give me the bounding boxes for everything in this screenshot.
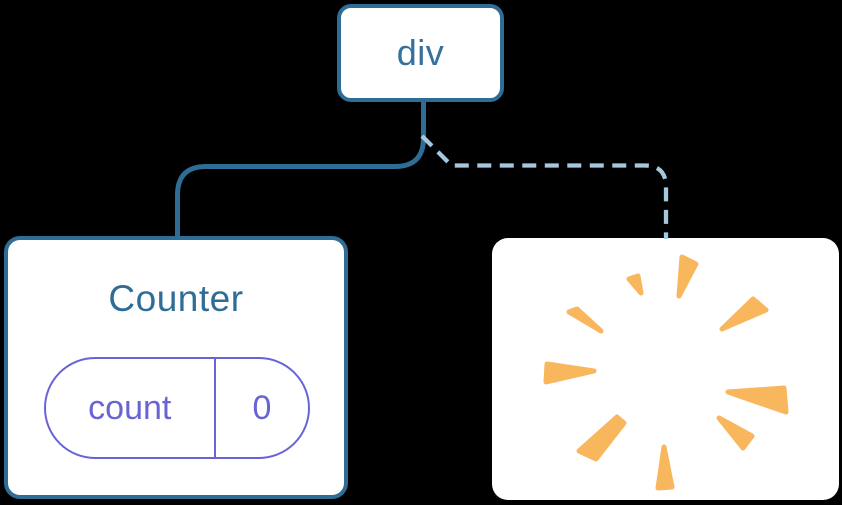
node-destroyed xyxy=(492,238,839,500)
node-div: div xyxy=(337,4,504,102)
state-pill-divider xyxy=(213,359,216,457)
counter-title: Counter xyxy=(108,278,244,319)
state-pill: count 0 xyxy=(44,357,310,459)
state-key-label: count xyxy=(88,388,172,427)
node-counter: Counter count 0 xyxy=(4,236,348,499)
state-value-label: 0 xyxy=(252,388,272,427)
node-div-label: div xyxy=(396,32,445,73)
edge-solid xyxy=(175,98,426,240)
edge-dashed xyxy=(420,134,669,239)
